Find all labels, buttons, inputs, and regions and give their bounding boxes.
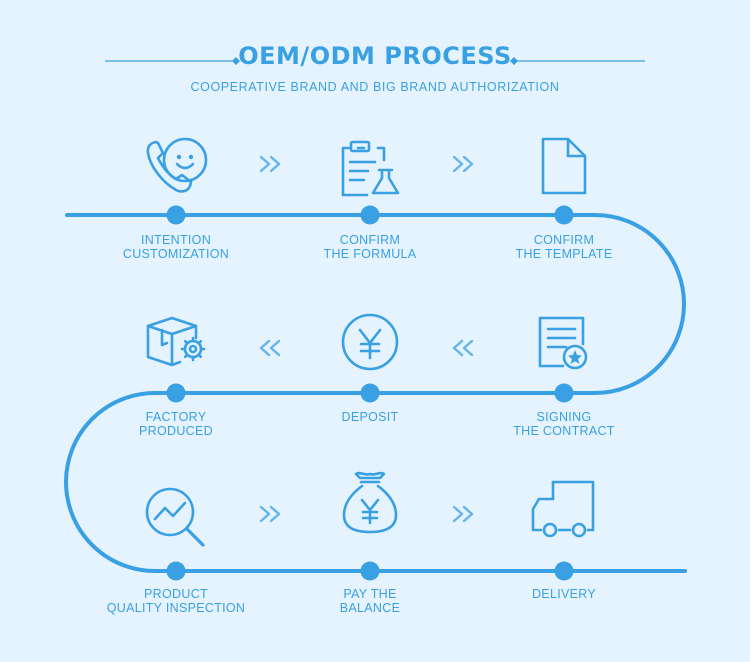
title-diamond-right (510, 57, 518, 65)
chevron-right-icon (259, 155, 281, 173)
magnifier-chart-icon (145, 487, 205, 547)
document-icon (541, 137, 587, 195)
step-node-6 (554, 383, 574, 403)
page-subtitle: COOPERATIVE BRAND AND BIG BRAND AUTHORIZ… (190, 80, 560, 94)
chevron-right-icon (452, 155, 474, 173)
step-label-9: DELIVERY (531, 587, 596, 601)
step-node-2 (360, 205, 380, 225)
step-label-5: DEPOSIT (341, 410, 399, 424)
box-gear-icon (146, 316, 206, 367)
contract-icon (538, 316, 588, 370)
chevron-left-icon (259, 339, 281, 357)
step-node-8 (360, 561, 380, 581)
title-diamond-left (232, 57, 240, 65)
clipboard-flask-icon (341, 140, 400, 197)
step-node-4 (166, 383, 186, 403)
page-title: OEM/ODM PROCESS (238, 42, 512, 70)
yen-coin-icon (341, 313, 399, 371)
step-node-3 (554, 205, 574, 225)
step-node-9 (554, 561, 574, 581)
truck-icon (531, 480, 595, 538)
step-node-1 (166, 205, 186, 225)
step-node-5 (360, 383, 380, 403)
money-bag-icon (342, 471, 398, 534)
title-decoration (105, 57, 645, 65)
step-node-7 (166, 561, 186, 581)
chevron-right-icon (452, 505, 474, 523)
chevron-right-icon (259, 505, 281, 523)
chevron-left-icon (452, 339, 474, 357)
phone-smile-icon (146, 137, 208, 193)
